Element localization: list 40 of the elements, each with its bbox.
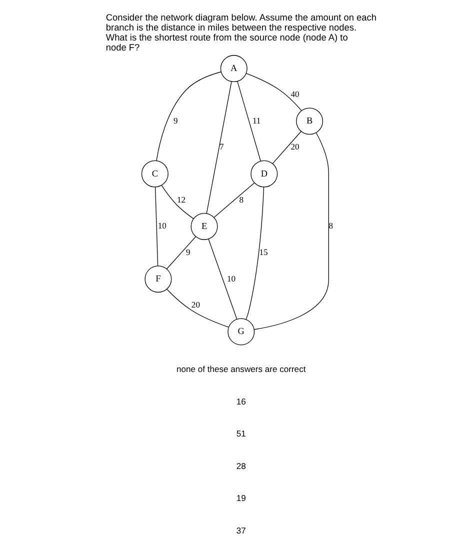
connector xyxy=(166,288,228,328)
edge-label: 20 xyxy=(290,142,299,152)
edge-label: 10 xyxy=(226,273,236,284)
edge-label: 8 xyxy=(238,194,244,204)
connector xyxy=(245,186,264,320)
node-circle: D xyxy=(250,160,278,188)
label: 19 xyxy=(236,493,246,504)
edge-label: 9 xyxy=(186,247,190,258)
connector xyxy=(208,238,237,320)
connector xyxy=(166,236,196,270)
connector xyxy=(236,81,260,162)
node-circle: B xyxy=(296,108,323,135)
node-circle: C xyxy=(140,160,168,188)
label: 37 xyxy=(236,525,246,536)
connector xyxy=(206,81,232,214)
connector xyxy=(272,131,301,164)
connector xyxy=(253,132,328,330)
edge-label: 20 xyxy=(190,300,200,310)
edge-label: 7 xyxy=(219,142,224,152)
connector xyxy=(156,72,221,161)
diagram-title: Consider the network diagram below. Assume the amount on each branch is the distance in miles between the respective nodes. What is the shortest route from the source node (node A) to node F? xyxy=(105,12,376,52)
edge-label: 9 xyxy=(173,115,178,126)
edge-label: 12 xyxy=(176,194,186,204)
label: none of these answers are correct xyxy=(176,364,306,374)
connector xyxy=(160,185,194,220)
label: 51 xyxy=(236,428,246,439)
edge-label: 10 xyxy=(157,220,166,231)
node-circle: F xyxy=(144,266,172,293)
edge-label: 8 xyxy=(328,220,333,231)
node-circle: E xyxy=(190,212,218,240)
label: 16 xyxy=(236,396,246,406)
connector xyxy=(154,186,158,266)
node-circle: A xyxy=(220,55,247,82)
connector xyxy=(245,73,302,111)
edge-label: 40 xyxy=(290,89,299,100)
edge-label: 11 xyxy=(252,115,260,126)
label: 28 xyxy=(236,460,246,471)
edge-label: 15 xyxy=(258,247,268,258)
node-circle: G xyxy=(227,318,254,346)
connector xyxy=(213,182,254,218)
